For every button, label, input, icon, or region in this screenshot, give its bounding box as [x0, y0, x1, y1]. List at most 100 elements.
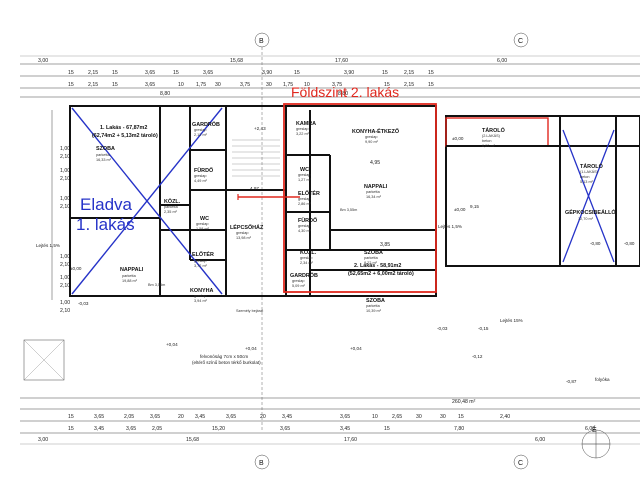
svg-text:ELŐTÉR: ELŐTÉR [192, 250, 214, 258]
svg-text:greslap: greslap [365, 135, 377, 139]
stairwell: +2,43 LÉPCSŐHÁZ greslap 13,98 m² Személy… [230, 126, 280, 313]
dim-label: 2,15 [88, 82, 98, 88]
svg-text:NAPPALI: NAPPALI [120, 267, 144, 273]
svg-text:-0,87: -0,87 [566, 379, 577, 384]
svg-text:Lejtés 1,5%: Lejtés 1,5% [36, 243, 60, 248]
svg-text:3,65: 3,65 [150, 414, 160, 420]
unit2-subheading: (52,65m2 + 6,00m2 tároló) [348, 271, 414, 277]
dim-label: 15 [112, 82, 118, 88]
svg-text:WC: WC [300, 167, 309, 173]
svg-text:30: 30 [440, 414, 446, 420]
svg-text:1,00: 1,00 [60, 196, 70, 202]
dim-label: 8,80 [160, 91, 170, 97]
svg-text:ELŐTÉR: ELŐTÉR [298, 189, 320, 197]
dim-label: 3,65 [145, 82, 155, 88]
svg-text:2,10: 2,10 [60, 262, 70, 268]
svg-text:2,10: 2,10 [60, 176, 70, 182]
svg-text:SZOBA: SZOBA [364, 250, 383, 256]
svg-text:greslap: greslap [298, 224, 310, 228]
svg-text:3,45: 3,45 [195, 414, 205, 420]
svg-text:3,65: 3,65 [94, 414, 104, 420]
dim-label: 3,90 [344, 70, 354, 76]
svg-text:felvonóság 7cm x 50cm: felvonóság 7cm x 50cm [200, 354, 248, 359]
svg-text:greslap: greslap [194, 259, 206, 263]
svg-text:15,68: 15,68 [186, 437, 199, 443]
svg-text:+0,04: +0,04 [245, 346, 257, 351]
sold-cross [71, 107, 223, 295]
svg-text:KAMRA: KAMRA [296, 121, 316, 127]
unit1-subheading: (62,74m2 + 5,13m2 tároló) [92, 133, 158, 139]
svg-text:3,65: 3,65 [126, 426, 136, 432]
svg-text:C: C [518, 460, 523, 467]
svg-text:20: 20 [260, 414, 266, 420]
unit1-heading: 1. Lakás - 67,87m2 [100, 125, 147, 131]
dim-label: 2,15 [88, 70, 98, 76]
svg-text:16,34 m²: 16,34 m² [366, 195, 382, 199]
svg-text:2,34 m²: 2,34 m² [300, 261, 314, 265]
svg-text:parketta: parketta [122, 274, 137, 278]
svg-text:greslap: greslap [292, 279, 304, 283]
dim-label: 3,90 [262, 70, 272, 76]
svg-text:15: 15 [68, 414, 74, 420]
svg-text:greslap: greslap [298, 173, 310, 177]
svg-text:KONYHA-ÉTKEZŐ: KONYHA-ÉTKEZŐ [352, 127, 399, 135]
svg-text:15: 15 [384, 426, 390, 432]
dim-label: 15 [384, 82, 390, 88]
dim-label: 15 [294, 70, 300, 76]
svg-text:KÖZL.: KÖZL. [164, 198, 181, 205]
svg-text:1,58 m²: 1,58 m² [196, 227, 210, 231]
svg-text:3,45: 3,45 [282, 414, 292, 420]
svg-text:parketta: parketta [96, 153, 111, 157]
svg-text:B: B [259, 38, 264, 45]
svg-text:9,90 m²: 9,90 m² [365, 140, 379, 144]
bottom-dimension-labels: 15 3,65 2,05 3,65 20 3,45 3,65 20 3,45 3… [38, 399, 595, 443]
svg-text:3,72 m²: 3,72 m² [194, 264, 208, 268]
svg-text:2,10: 2,10 [60, 154, 70, 160]
svg-text:(eltérő színű beton térkő burk: (eltérő színű beton térkő burkolat) [192, 360, 261, 365]
svg-text:2,65: 2,65 [392, 414, 402, 420]
dim-label: 1,75 [196, 82, 206, 88]
svg-text:parketta: parketta [366, 304, 381, 308]
dim-label: 3,75 [240, 82, 250, 88]
svg-text:(1.LAKÁS): (1.LAKÁS) [580, 170, 599, 174]
svg-text:3,85: 3,85 [380, 242, 390, 248]
svg-text:4,49 m²: 4,49 m² [194, 179, 208, 183]
svg-text:SZOBA: SZOBA [366, 298, 385, 304]
svg-text:(2.LAKÁS): (2.LAKÁS) [482, 134, 501, 138]
svg-text:4,30 m²: 4,30 m² [298, 229, 312, 233]
svg-text:É: É [592, 425, 597, 434]
svg-text:15: 15 [458, 414, 464, 420]
svg-text:LÉPCSŐHÁZ: LÉPCSŐHÁZ [230, 223, 264, 231]
svg-text:2,10: 2,10 [60, 283, 70, 289]
dim-label: 15 [68, 82, 74, 88]
svg-text:Személy bejárat: Személy bejárat [236, 309, 264, 313]
svg-text:3,65: 3,65 [280, 426, 290, 432]
bottom-dimension-lines [20, 397, 640, 445]
unit2-outline [283, 103, 437, 293]
svg-text:-0,80: -0,80 [590, 241, 601, 246]
svg-text:4,97: 4,97 [250, 186, 259, 191]
svg-text:30: 30 [416, 414, 422, 420]
svg-text:greslap: greslap [300, 256, 312, 260]
unit2-heading: 2. Lakás - 58,91m2 [354, 263, 401, 269]
svg-text:greslap: greslap [194, 128, 206, 132]
svg-text:1,00: 1,00 [60, 168, 70, 174]
svg-text:2,05: 2,05 [152, 426, 162, 432]
svg-text:Lejtés 1,5%: Lejtés 1,5% [438, 224, 462, 229]
svg-text:15,20: 15,20 [212, 426, 225, 432]
svg-text:3,65: 3,65 [226, 414, 236, 420]
left-dimension-labels: 1,00 2,10 1,00 2,10 1,00 2,10 1,00 2,10 … [36, 110, 70, 314]
dim-label: 15 [382, 70, 388, 76]
svg-text:+2,43: +2,43 [254, 126, 266, 131]
svg-text:10: 10 [372, 414, 378, 420]
svg-text:260,48 m²: 260,48 m² [452, 399, 476, 405]
dim-label: 17,60 [335, 58, 348, 64]
site-annotations: Lejtés 1,5% Lejtés 15% felvonóság 7cm x … [23, 204, 610, 384]
svg-text:beton: beton [580, 175, 590, 179]
svg-text:FÜRDŐ: FÜRDŐ [298, 217, 317, 224]
dim-label: 2,15 [404, 82, 414, 88]
svg-text:2,35 m²: 2,35 m² [164, 210, 178, 214]
svg-text:NAPPALI: NAPPALI [364, 184, 388, 190]
svg-text:TÁROLÓ: TÁROLÓ [482, 126, 505, 134]
axis-c-marker-top: C [513, 32, 529, 48]
